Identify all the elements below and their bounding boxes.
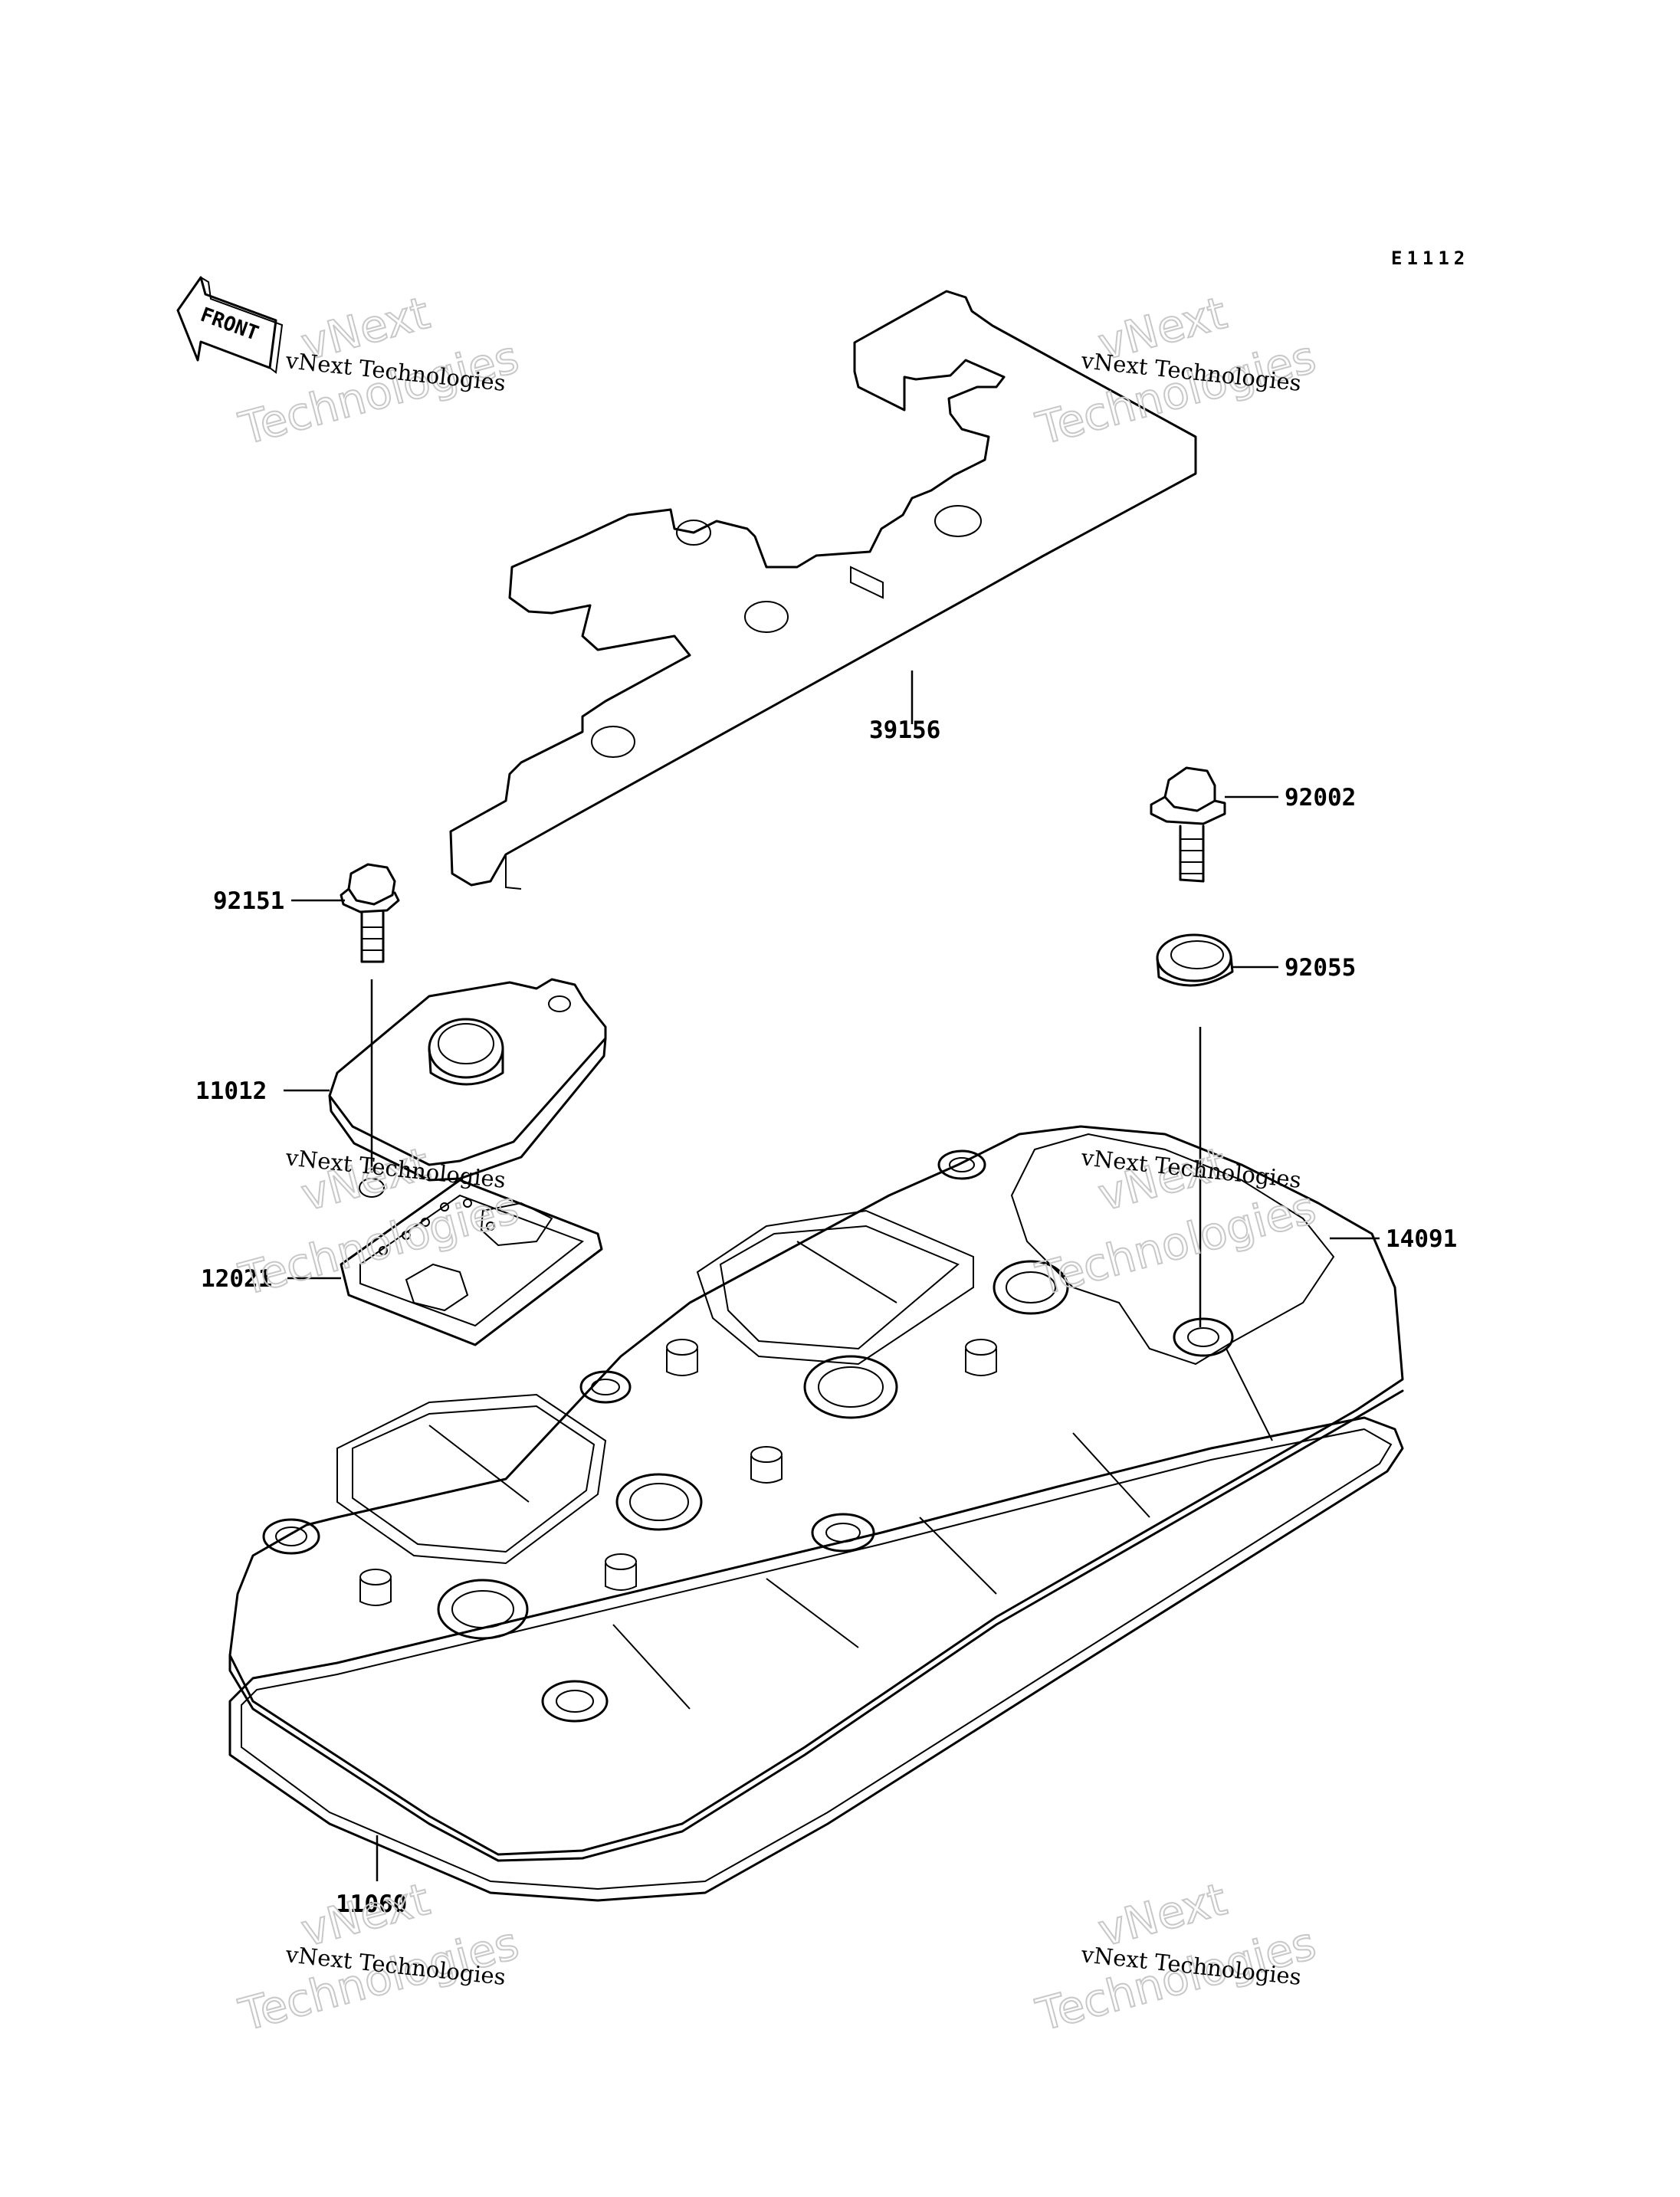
plate-39156: [449, 290, 1197, 890]
label-92055: 92055: [1285, 954, 1356, 982]
watermark-bottom-left: vNext Technologies vNext Technologies: [233, 1872, 524, 2042]
label-39156: 39156: [869, 716, 940, 744]
label-14091: 14091: [1386, 1225, 1457, 1253]
label-92002: 92002: [1285, 784, 1356, 812]
gasket-11060: [228, 1416, 1404, 1902]
head-cover-14091: [228, 1027, 1404, 1862]
front-arrow-icon: FRONT: [176, 276, 284, 374]
label-11060: 11060: [336, 1890, 407, 1918]
label-12021: 12021: [201, 1265, 272, 1293]
watermark-mid-left: vNext Technologies vNext Technologies: [233, 1136, 524, 1307]
gasket-12021: [287, 1179, 603, 1346]
front-label: FRONT: [197, 303, 261, 346]
bolt-92151: [291, 863, 400, 1172]
watermark-mid-right: vNext Technologies vNext Technologies: [1030, 1136, 1321, 1307]
watermark-bottom-right: vNext Technologies vNext Technologies: [1030, 1872, 1321, 2042]
bolt-92002: [1150, 766, 1278, 883]
cover-11012: [284, 978, 607, 1198]
grommet-92055: [1156, 933, 1278, 987]
label-92151: 92151: [213, 887, 284, 915]
watermark-top-left: vNext Technologies vNext Technologies: [233, 286, 524, 456]
diagram-code: E1112: [1391, 248, 1469, 269]
label-11012: 11012: [195, 1077, 267, 1105]
